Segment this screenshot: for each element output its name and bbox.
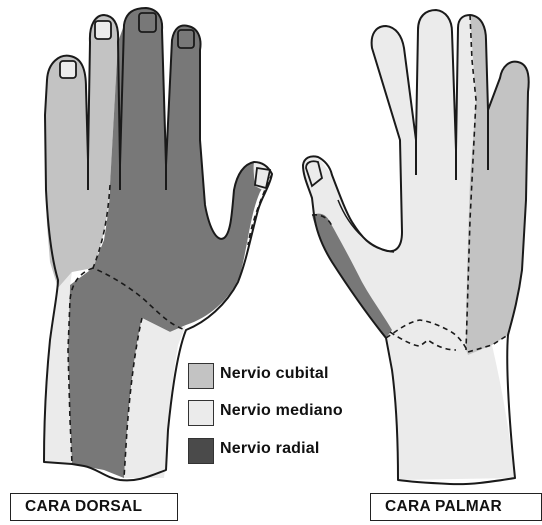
dorsal-nail-ring <box>95 21 111 39</box>
dorsal-nail-little <box>60 61 76 78</box>
legend-swatch-radial <box>188 438 214 464</box>
palmar-cubital-region <box>466 15 529 355</box>
legend-label-mediano: Nervio mediano <box>220 402 343 420</box>
dorsal-nail-middle <box>139 13 156 32</box>
legend-swatch-cubital <box>188 363 214 389</box>
legend-label-cubital: Nervio cubital <box>220 365 329 383</box>
caption-palmar: CARA PALMAR <box>370 493 542 521</box>
legend-swatch-mediano <box>188 400 214 426</box>
dorsal-nail-index <box>178 30 194 48</box>
legend-label-radial: Nervio radial <box>220 440 320 458</box>
caption-dorsal: CARA DORSAL <box>10 493 178 521</box>
